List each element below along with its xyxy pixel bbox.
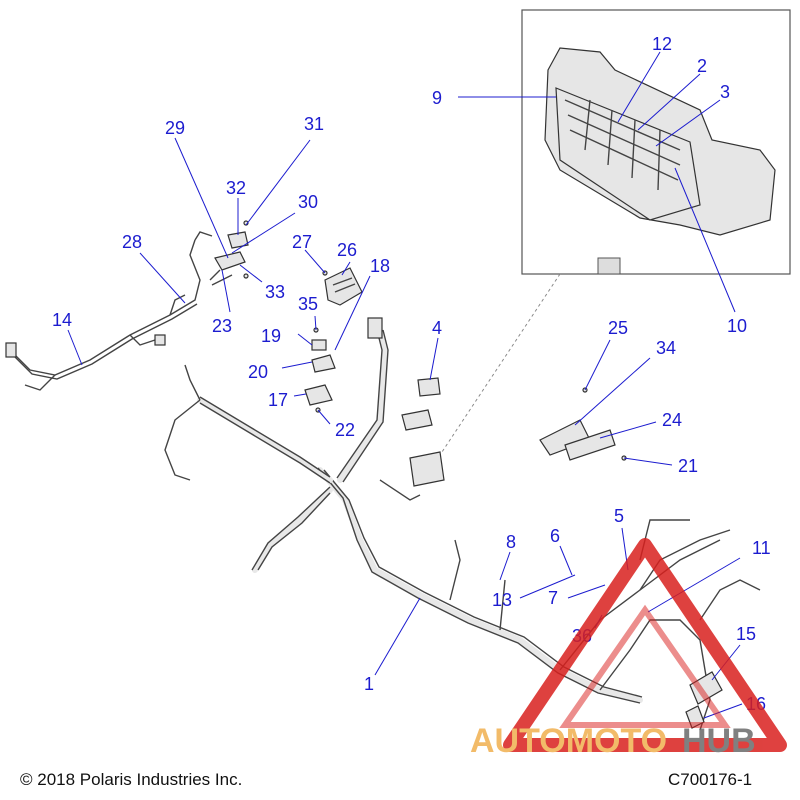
figure-id: C700176-1 (668, 770, 752, 789)
callout-25: 25 (608, 318, 628, 338)
callout-27: 27 (292, 232, 312, 252)
callout-12: 12 (652, 34, 672, 54)
callout-28: 28 (122, 232, 142, 252)
fuse-box (409, 451, 445, 487)
callout-13: 13 (492, 590, 512, 610)
part-19 (311, 339, 327, 351)
leader-lines (67, 51, 743, 719)
callout-15: 15 (736, 624, 756, 644)
watermark-text-automoto: AUTOMOTO (470, 722, 667, 760)
callout-17: 17 (268, 390, 288, 410)
part-17 (304, 384, 333, 406)
callout-21: 21 (678, 456, 698, 476)
inset-pointer-line (439, 273, 561, 456)
callout-18: 18 (370, 256, 390, 276)
callout-19: 19 (261, 326, 281, 346)
callout-22: 22 (335, 420, 355, 440)
callout-32: 32 (226, 178, 246, 198)
fuse-box-detail (544, 47, 776, 275)
watermark-inner-triangle (559, 604, 731, 728)
callout-34: 34 (656, 338, 676, 358)
watermark-logo: AUTOMOTO HUB (470, 538, 787, 760)
callout-23: 23 (212, 316, 232, 336)
relay-parts (304, 317, 383, 413)
connector-14a (5, 342, 17, 358)
connector-14b (154, 334, 166, 346)
screw-33 (243, 273, 249, 279)
callout-24: 24 (662, 410, 682, 430)
callout-7: 7 (548, 588, 558, 608)
callout-29: 29 (165, 118, 185, 138)
callout-4: 4 (432, 318, 442, 338)
fuse-parts (401, 377, 445, 487)
inset-stub (597, 257, 621, 275)
rear-harness-14 (5, 231, 213, 391)
callout-2: 2 (697, 56, 707, 76)
callout-6: 6 (550, 526, 560, 546)
callout-3: 3 (720, 82, 730, 102)
callout-11: 11 (752, 538, 771, 558)
fuse-cover (401, 409, 433, 431)
bracket-assembly (209, 220, 249, 286)
callout-31: 31 (304, 114, 324, 134)
callout-10: 10 (727, 316, 747, 336)
callout-14: 14 (52, 310, 72, 330)
callout-8: 8 (506, 532, 516, 552)
callout-20: 20 (248, 362, 268, 382)
copyright-text: © 2018 Polaris Industries Inc. (20, 770, 242, 789)
part-20 (311, 354, 336, 373)
main-wire-harness (164, 327, 761, 731)
callout-5: 5 (614, 506, 624, 526)
watermark-text-hub: HUB (682, 722, 756, 760)
callout-30: 30 (298, 192, 318, 212)
callout-33: 33 (265, 282, 285, 302)
callout-35: 35 (298, 294, 318, 314)
callout-1: 1 (364, 674, 374, 694)
bus-bar-assembly (539, 387, 627, 461)
callout-9: 9 (432, 88, 442, 108)
callout-26: 26 (337, 240, 357, 260)
connector-18 (367, 317, 383, 339)
callout-labels: 9 12 2 3 10 29 31 32 30 28 33 23 14 27 2… (52, 34, 771, 714)
watermark-triangle (503, 538, 787, 752)
part-4 (417, 377, 441, 397)
module-26 (322, 267, 363, 306)
